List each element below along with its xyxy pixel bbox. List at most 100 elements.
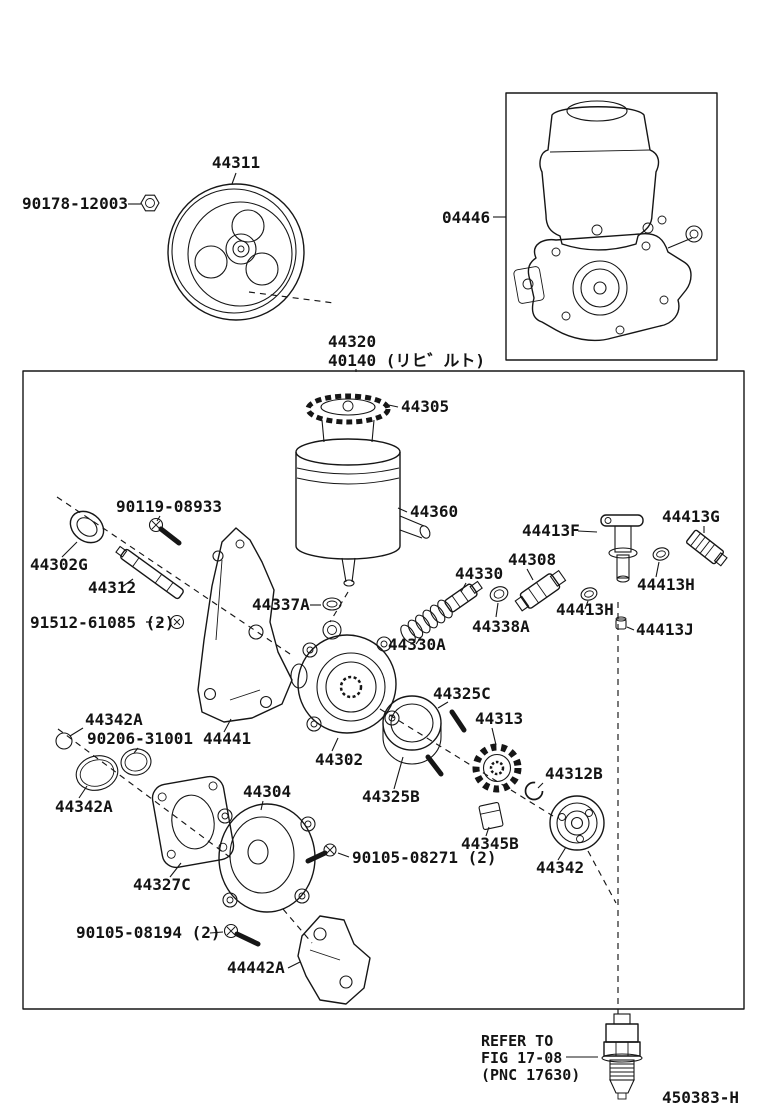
label-shaft-seal: 44302G (30, 555, 88, 574)
label-union-bolt-pair: 91512-61085 (2) (30, 613, 175, 632)
label-housing-gasket: 44327C (133, 875, 191, 894)
callout-44413H-right: 44413H (637, 561, 695, 594)
bolt-90105-08194-drawing (223, 923, 261, 947)
callout-44302: 44302 (315, 737, 363, 769)
union-44308-drawing (514, 569, 567, 612)
callout-44342: 44342 (536, 846, 584, 877)
callout-44325C: 44325C (433, 684, 491, 709)
callout-44320-40140: 44320 40140 (リヒ゛ルト) (328, 332, 485, 372)
label-fitting-ring-mid: 44413H (556, 600, 614, 619)
refer-note-line2: FIG 17-08 (481, 1049, 562, 1067)
label-valve-spring: 44330A (388, 635, 446, 654)
pulley-nut-drawing (140, 194, 160, 212)
rotor-drawing (472, 743, 522, 793)
main-box (22, 370, 745, 1010)
refer-note: REFER TO FIG 17-08 (PNC 17630) (481, 1032, 598, 1084)
callout-44360: 44360 (397, 502, 458, 521)
label-snap-ring: 44312B (545, 764, 603, 783)
ring-44413h-right-drawing (652, 547, 670, 561)
pressure-switch-drawing (601, 1013, 643, 1100)
label-pump-shaft: 44312 (88, 578, 136, 597)
callout-90119-08933: 90119-08933 (116, 497, 222, 522)
callout-44413G: 44413G (662, 507, 720, 533)
label-pump-assembly-reman: 40140 (リヒ゛ルト) (328, 351, 485, 370)
inset-box (505, 92, 718, 361)
label-pressure-union: 44308 (508, 550, 556, 569)
label-oring-small: 44342A (85, 710, 143, 729)
label-bracket-bolt: 90119-08933 (116, 497, 222, 516)
shaft-44312-drawing (115, 545, 184, 600)
cam-ring-drawing (382, 695, 442, 765)
label-flow-control-valve: 44330 (455, 564, 503, 583)
fitting-44413f-drawing (600, 514, 644, 583)
label-housing-bolt-pair: 90105-08271 (2) (352, 848, 497, 867)
callout-44308: 44308 (508, 550, 556, 581)
plug-44413j-drawing (615, 616, 627, 630)
label-fitting-g: 44413G (662, 507, 720, 526)
housing-gasket-drawing (151, 775, 235, 869)
refer-note-line3: (PNC 17630) (481, 1066, 580, 1084)
label-oring-inner: 90206-31001 (87, 729, 193, 748)
reservoir-cap-drawing (305, 393, 391, 443)
callout-44413H-mid: 44413H (556, 600, 614, 619)
callout-44338A: 44338A (472, 602, 530, 636)
label-rear-bracket: 44441 (203, 729, 251, 748)
oring-44338a-drawing (489, 586, 509, 602)
fitting-44413g-drawing (685, 529, 728, 567)
callout-44313: 44313 (475, 709, 523, 746)
label-reservoir-cap: 44305 (401, 397, 449, 416)
bolt-90105-08271-drawing (305, 843, 337, 864)
callout-44413F: 44413F (522, 521, 598, 540)
callout-44327C: 44327C (133, 862, 191, 894)
label-pump-assembly: 44320 (328, 332, 376, 351)
callout-44441: 44441 (203, 718, 251, 748)
dowel-pins-drawing (425, 709, 467, 777)
label-reservoir: 44360 (410, 502, 458, 521)
oring-44342a-small-drawing (55, 732, 73, 750)
callout-90178-12003: 90178-12003 (22, 194, 141, 213)
label-valve-oring: 44338A (472, 617, 530, 636)
callout-44342A-lower: 44342A (55, 785, 113, 816)
callout-90206-31001: 90206-31001 (87, 729, 193, 754)
rear-bracket-drawing (197, 527, 293, 723)
callout-44337A: 44337A (252, 595, 321, 614)
seal-44302g-drawing (69, 510, 105, 544)
label-side-plate-ring: 44325C (433, 684, 491, 703)
callout-91512-61085: 91512-61085 (2) (30, 613, 175, 632)
bolt-90119-drawing (148, 517, 182, 546)
front-housing-drawing (217, 803, 316, 913)
callout-44302G: 44302G (30, 541, 88, 574)
valve-spring-drawing (400, 599, 453, 644)
washer-91512-drawing (169, 614, 185, 630)
label-seal-flange: 44342 (536, 858, 584, 877)
callout-44325B: 44325B (362, 756, 420, 806)
label-vane-plate: 44345B (461, 834, 519, 853)
label-bracket-bolt-pair: 90105-08194 (2) (76, 923, 221, 942)
callout-44442A: 44442A (227, 958, 301, 977)
label-front-bracket: 44442A (227, 958, 285, 977)
pulley-drawing (167, 183, 305, 321)
label-oring-large: 44342A (55, 797, 113, 816)
label-rotor-set: 44313 (475, 709, 523, 728)
label-pulley: 44311 (212, 153, 260, 172)
drawing-id: 450383-H (662, 1088, 739, 1107)
callout-44305: 44305 (383, 397, 449, 416)
callout-44345B: 44345B (461, 826, 519, 853)
label-fitting-plug: 44413J (636, 620, 694, 639)
refer-note-line1: REFER TO (481, 1032, 553, 1050)
oring-44342a-large-drawing (75, 755, 119, 791)
callout-44330A: 44330A (388, 635, 446, 654)
front-bracket-drawing (297, 915, 371, 1005)
label-cam-ring: 44325B (362, 787, 420, 806)
callout-44311: 44311 (212, 153, 260, 185)
label-fitting-ring-right: 44413H (637, 575, 695, 594)
callout-44342A-upper: 44342A (69, 710, 143, 737)
label-pulley-nut: 90178-12003 (22, 194, 128, 213)
label-gasket-kit: 04446 (442, 208, 490, 227)
callout-44413J: 44413J (626, 620, 694, 639)
label-pump-housing-front: 44304 (243, 782, 291, 801)
callout-90105-08271: 90105-08271 (2) (337, 848, 497, 867)
callout-44312: 44312 (88, 578, 136, 597)
flow-valve-drawing (444, 580, 483, 613)
